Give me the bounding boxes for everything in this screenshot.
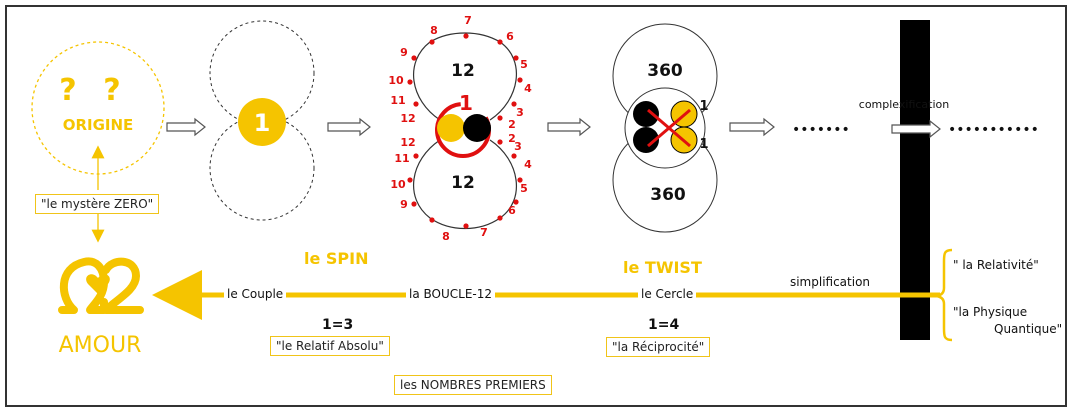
- stage2-top-number: 7: [464, 14, 472, 27]
- stage2-top-value: 12: [451, 61, 475, 81]
- stage2-bottom-number: 5: [520, 182, 528, 195]
- stage2-dot: [407, 79, 413, 85]
- stage2-top-number: 8: [430, 24, 438, 37]
- stage2-bottom-number: 4: [524, 158, 532, 171]
- stage2-bottom-number: 3: [514, 140, 522, 153]
- hollow-arrow-3: [547, 117, 591, 137]
- path-label-couple: le Couple: [224, 287, 287, 301]
- stage3-top-value: 360: [647, 61, 683, 81]
- stage2-center-value: 1: [459, 91, 473, 115]
- stage2-bottom-number: 8: [442, 230, 450, 243]
- diagram-frame: [5, 5, 1067, 407]
- right-label-relativite: " la Relativité": [953, 258, 1039, 272]
- amour-label: AMOUR: [59, 333, 142, 358]
- eq1-formula: 1=3: [322, 317, 354, 333]
- origine-question-2: ?: [103, 73, 120, 108]
- stage2-top-number: 12: [400, 112, 415, 125]
- stage2-dot: [517, 77, 523, 83]
- stage2-dot: [497, 215, 503, 221]
- hollow-arrow-5: [891, 119, 941, 139]
- nombres-premiers-label: les NOMBRES PREMIERS: [394, 375, 552, 395]
- stage2-figure: [407, 32, 523, 229]
- stage1-bottom-circle: [209, 115, 315, 221]
- stage2-top-number: 2: [508, 118, 516, 131]
- eq2-caption: "la Réciprocité": [606, 337, 711, 357]
- stage2-top-number: 10: [388, 74, 404, 87]
- stage2-dot: [413, 101, 419, 107]
- stage2-black-disk: [463, 114, 491, 142]
- stage2-dot: [513, 55, 519, 61]
- stage2-bottom-number: 6: [508, 204, 516, 217]
- stage2-dot: [429, 217, 435, 223]
- stage2-yellow-disk: [437, 114, 465, 142]
- origine-question-1: ?: [59, 73, 76, 108]
- stage3-disk-black-1: [633, 101, 659, 127]
- stage2-dot: [411, 55, 417, 61]
- path-label-boucle: la BOUCLE-12: [406, 287, 495, 301]
- stage2-dot: [517, 177, 523, 183]
- stage2-top-number: 3: [516, 106, 524, 119]
- stage3-cross-2: [647, 108, 691, 148]
- stage3-right-bottom: 1: [699, 137, 708, 152]
- stage2-dot: [513, 199, 519, 205]
- stage2-dot: [463, 33, 469, 39]
- stage3-ring: [624, 87, 706, 169]
- stage2-top-number: 5: [520, 58, 528, 71]
- mystere-label: "le mystère ZERO": [35, 194, 160, 214]
- stage2-bottom-number: 9: [400, 198, 408, 211]
- dots-right: •••••••••••: [948, 122, 1039, 138]
- vertical-bar: [900, 20, 930, 340]
- stage2-dot: [497, 115, 503, 121]
- stage1-center-disk: [238, 98, 286, 146]
- stage1-value: 1: [254, 109, 271, 137]
- stage2-bottom-number: 12: [400, 136, 415, 149]
- origine-label: ORIGINE: [63, 116, 134, 134]
- stage2-dot: [407, 177, 413, 183]
- complexification-label: complexification: [859, 98, 949, 111]
- stage2-dot: [413, 153, 419, 159]
- stage2-top-number: 4: [524, 82, 532, 95]
- stage2-bottom-number: 7: [480, 226, 488, 239]
- eq2-formula: 1=4: [648, 317, 680, 333]
- simplification-label: simplification: [790, 275, 870, 289]
- hollow-arrow-4: [729, 117, 775, 137]
- stage3-bottom-value: 360: [650, 185, 686, 205]
- stage1-top-circle: [209, 20, 315, 126]
- stage2-dot: [463, 223, 469, 229]
- twist-title: le TWIST: [623, 258, 702, 277]
- stage2-dot: [497, 139, 503, 145]
- spin-title: le SPIN: [304, 249, 369, 268]
- right-brace: [933, 248, 953, 342]
- stage2-dot: [411, 201, 417, 207]
- right-label-physique-2: Quantique": [994, 322, 1063, 336]
- path-label-cercle: le Cercle: [638, 287, 697, 301]
- hollow-arrow-2: [327, 117, 371, 137]
- stage2-top-number: 9: [400, 46, 408, 59]
- eq1-caption: "le Relatif Absolu": [270, 336, 390, 356]
- stage3-disk-black-2: [633, 127, 659, 153]
- stage2-dot: [511, 101, 517, 107]
- stage2-bottom-value: 12: [451, 173, 475, 193]
- stage2-bottom-number: 10: [390, 178, 406, 191]
- hollow-arrow-1: [166, 117, 206, 137]
- stage3-right-top: 1: [699, 99, 708, 114]
- stage2-dot: [511, 153, 517, 159]
- stage2-bottom-number: 11: [394, 152, 409, 165]
- stage2-bottom-number: 2: [508, 132, 516, 145]
- stage2-top-number: 11: [390, 94, 405, 107]
- stage2-dot: [497, 39, 503, 45]
- dots-left: •••••••: [792, 122, 850, 138]
- amour-symbol-icon: [58, 257, 144, 314]
- right-label-physique-1: "la Physique: [953, 305, 1028, 319]
- stage2-dot: [429, 39, 435, 45]
- stage2-top-number: 6: [506, 30, 514, 43]
